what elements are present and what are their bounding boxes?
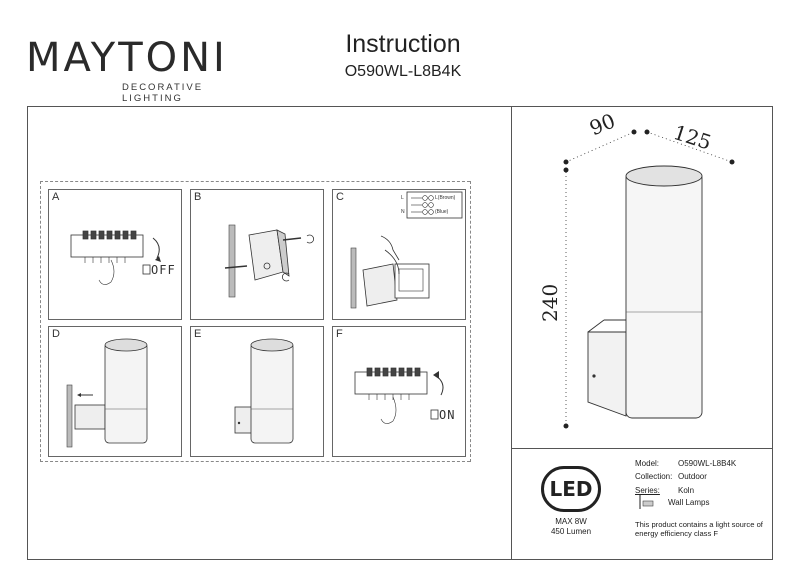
step-label: F [336, 328, 343, 340]
step-label: B [194, 191, 202, 203]
wiring-illustration [350, 191, 463, 309]
dashed-guide-bottom [40, 461, 470, 462]
step-panel-c: C L N L(Brown) (Blue) [332, 189, 466, 320]
led-badge: LED [541, 466, 601, 512]
switch-state-text: OFF [151, 263, 176, 277]
spec-divider [511, 448, 773, 449]
attach-lamp-illustration [66, 338, 148, 448]
step-label: C [336, 191, 344, 203]
bracket-mounting-illustration [224, 224, 315, 298]
vertical-divider [511, 106, 512, 560]
step-panel-a: A OFF [48, 189, 182, 320]
energy-class-note: This product contains a light source of … [635, 520, 763, 538]
spec-collection-label: Collection: [635, 472, 673, 481]
switch-state-text: ON [439, 408, 456, 422]
step-panel-f: F ON [332, 326, 466, 457]
spec-model-label: Model: [635, 459, 660, 468]
brand-name: MAYTONI [26, 35, 228, 81]
switch-on-illustration [354, 367, 444, 424]
spec-model-value: O590WL-L8B4K [678, 459, 737, 468]
wall-lamp-icon [639, 495, 654, 509]
switch-off-illustration [70, 230, 161, 285]
dashed-guide-right [470, 181, 471, 462]
lamp-dimension-svg [563, 129, 735, 429]
brand-tagline: DECORATIVE LIGHTING [122, 82, 204, 104]
instruction-frame [27, 106, 773, 560]
dimension-height: 240 [538, 283, 562, 322]
spec-series-label: Series: [635, 486, 660, 495]
wire-label-brown: L(Brown) [435, 195, 456, 201]
step-label: A [52, 191, 60, 203]
step-label: D [52, 328, 60, 340]
spec-series-value: Koln [678, 486, 695, 495]
wire-label-blue: (Blue) [435, 209, 449, 215]
step-label: E [194, 328, 202, 340]
wire-label-l: L [401, 195, 404, 201]
wire-label-n: N [401, 209, 405, 215]
brand-logo: MAYTONI DECORATIVE LIGHTING [26, 36, 246, 104]
step-panel-d: D [48, 326, 182, 457]
page-title: Instruction [345, 30, 461, 58]
led-max-power: MAX 8W [555, 517, 587, 526]
dashed-guide-left [40, 181, 41, 462]
spec-collection-value: Outdoor [678, 472, 707, 481]
led-lumen: 450 Lumen [550, 527, 592, 536]
model-number: O590WL-L8B4K [344, 63, 462, 80]
dashed-guide-top [40, 181, 470, 182]
installed-lamp-illustration [234, 338, 294, 444]
dimension-drawing: 90 125 240 [520, 108, 766, 447]
spec-type-value: Wall Lamps [668, 498, 710, 507]
step-panel-b: B [190, 189, 324, 320]
step-panel-e: E [190, 326, 324, 457]
